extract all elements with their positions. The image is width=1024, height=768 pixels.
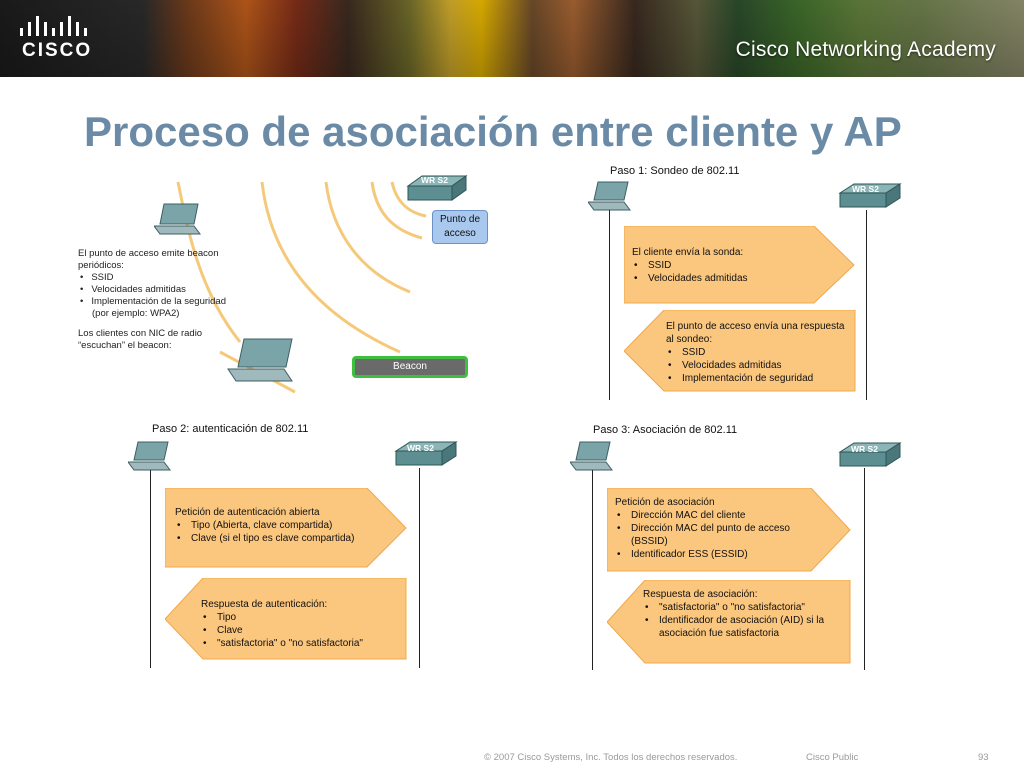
step1-title: Paso 1: Sondeo de 802.11	[610, 165, 740, 177]
wave-arc-3	[324, 181, 411, 294]
list-item: SSID	[666, 346, 852, 359]
cisco-bars-icon	[20, 14, 87, 36]
list-item: Clave (si el tipo es clave compartida)	[175, 532, 354, 545]
list-item: Tipo	[201, 611, 363, 624]
list-item: Dirección MAC del cliente	[615, 509, 815, 522]
arrow-intro: Petición de asociación	[615, 497, 715, 508]
cisco-logo: CISCO	[18, 14, 98, 64]
arrow-intro: El cliente envía la sonda:	[632, 247, 744, 258]
wave-arc-4	[370, 181, 423, 240]
footer-page-number: 93	[978, 752, 989, 763]
page-title: Proceso de asociación entre cliente y AP	[84, 108, 902, 155]
ap-label: WR S2	[852, 184, 879, 194]
wave-arc-2	[260, 181, 401, 354]
client-lifeline	[150, 470, 151, 668]
laptop-icon	[128, 441, 171, 471]
beacon-panel: WR S2 Punto de acceso El punto de acceso…	[70, 172, 510, 402]
step3-title: Paso 3: Asociación de 802.11	[593, 424, 738, 436]
ap-label: WR S2	[851, 444, 878, 454]
probe-request-arrow: El cliente envía la sonda: SSID Velocida…	[624, 226, 856, 304]
arrow-intro: El punto de acceso envía una respuesta a…	[666, 321, 845, 345]
list-item: Velocidades admitidas	[666, 359, 852, 372]
beacon-outro: Los clientes con NIC de radio “escuchan”…	[78, 328, 203, 351]
arrow-intro: Respuesta de autenticación:	[201, 599, 328, 610]
laptop-icon	[588, 181, 631, 211]
list-item: Implementación de seguridad	[666, 372, 852, 385]
wave-arc-5	[390, 181, 427, 218]
laptop-icon	[570, 441, 613, 471]
access-point-icon	[838, 442, 902, 467]
list-item: Clave	[201, 624, 363, 637]
assoc-response-arrow: Respuesta de asociación: "satisfactoria"…	[607, 580, 851, 664]
assoc-request-arrow: Petición de asociación Dirección MAC del…	[607, 488, 851, 572]
list-item: "satisfactoria" o "no satisfactoria"	[201, 637, 363, 650]
list-item: Velocidades admitidas	[91, 284, 228, 296]
auth-request-arrow: Petición de autenticación abierta Tipo (…	[165, 488, 407, 568]
list-item: Tipo (Abierta, clave compartida)	[175, 519, 354, 532]
laptop-icon	[227, 338, 293, 382]
beacon-list: SSID Velocidades admitidas Implementació…	[78, 272, 228, 320]
client-lifeline	[592, 470, 593, 670]
footer-copyright: © 2007 Cisco Systems, Inc. Todos los der…	[484, 752, 738, 763]
list-item: "satisfactoria" o "no satisfactoria"	[643, 601, 847, 614]
access-point-icon	[394, 441, 458, 466]
ap-lifeline	[866, 210, 867, 400]
ap-label: WR S2	[421, 175, 448, 185]
list-item: Identificador de asociación (AID) si la …	[643, 614, 847, 640]
list-item: Implementación de la seguridad (por ejem…	[91, 296, 228, 320]
access-point-icon	[838, 183, 902, 208]
access-point-icon	[406, 175, 468, 201]
step2-title: Paso 2: autenticación de 802.11	[152, 423, 309, 435]
list-item: SSID	[632, 259, 748, 272]
beacon-box: Beacon	[352, 356, 468, 378]
academy-title: Cisco Networking Academy	[735, 38, 996, 61]
ap-label: WR S2	[407, 443, 434, 453]
probe-response-arrow: El punto de acceso envía una respuesta a…	[624, 310, 856, 392]
wave-arc-1	[176, 181, 242, 343]
list-item: Dirección MAC del punto de acceso (BSSID…	[615, 522, 815, 548]
beacon-description: El punto de acceso emite beacon periódic…	[78, 248, 228, 352]
header-banner: CISCO Cisco Networking Academy	[0, 0, 1024, 77]
ap-lifeline	[419, 468, 420, 668]
client-lifeline	[609, 210, 610, 400]
beacon-intro: El punto de acceso emite beacon periódic…	[78, 248, 219, 271]
banner-shade	[0, 0, 1024, 77]
ap-lifeline	[864, 468, 865, 670]
footer-classification: Cisco Public	[806, 752, 859, 763]
list-item: Identificador ESS (ESSID)	[615, 548, 815, 561]
arrow-intro: Petición de autenticación abierta	[175, 507, 320, 518]
auth-response-arrow: Respuesta de autenticación: Tipo Clave "…	[165, 578, 407, 660]
list-item: SSID	[91, 272, 228, 284]
arrow-intro: Respuesta de asociación:	[643, 589, 758, 600]
laptop-icon	[154, 203, 201, 235]
cisco-wordmark: CISCO	[22, 40, 93, 61]
list-item: Velocidades admitidas	[632, 272, 748, 285]
ap-callout: Punto de acceso	[432, 210, 488, 244]
